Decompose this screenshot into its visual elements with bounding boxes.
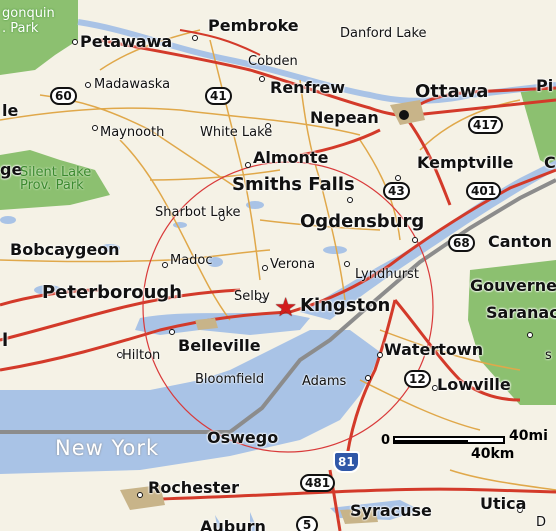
- place-petawawa[interactable]: Petawawa: [80, 32, 173, 51]
- belleville-urban-area: [195, 318, 218, 330]
- place-white-lake[interactable]: White Lake: [200, 125, 273, 140]
- place-verona[interactable]: Verona: [270, 257, 316, 272]
- bay-of-quinte: [135, 312, 310, 335]
- place-danford-lake[interactable]: Danford Lake: [340, 26, 427, 41]
- algonquin-park-area: [0, 0, 78, 75]
- place-sharbot-lake[interactable]: Sharbot Lake: [155, 205, 241, 220]
- place-lyndhurst[interactable]: Lyndhurst: [355, 267, 419, 282]
- place-maynooth[interactable]: Maynooth: [100, 125, 165, 140]
- place-silent-lake-park[interactable]: Silent Lake Prov. Park: [20, 165, 92, 193]
- place-watertown[interactable]: Watertown: [384, 340, 484, 359]
- region-new-york: New York: [55, 436, 160, 460]
- scale-km-label: 40km: [471, 446, 515, 462]
- place-s-edge[interactable]: s: [545, 348, 552, 363]
- place-algonquin-park[interactable]: gonquin . Park: [2, 6, 55, 36]
- lake: [323, 246, 347, 254]
- scale-zero-label: 0: [381, 433, 391, 448]
- place-madoc[interactable]: Madoc: [170, 253, 213, 268]
- lake: [100, 244, 120, 252]
- place-adams[interactable]: Adams: [302, 374, 347, 389]
- place-gouverneur[interactable]: Gouverneur: [470, 276, 556, 295]
- ottawa-capital-marker: [399, 110, 409, 120]
- place-cobden[interactable]: Cobden: [248, 54, 298, 69]
- route-43-shield: 43: [383, 182, 410, 200]
- lake: [0, 216, 16, 224]
- place-smiths-falls[interactable]: Smiths Falls: [232, 174, 355, 195]
- place-saranac[interactable]: Saranac: [486, 303, 556, 322]
- map-scale: 0 40mi 40km: [381, 428, 556, 468]
- place-le-edge[interactable]: le: [2, 101, 19, 120]
- place-l-edge[interactable]: l: [2, 330, 9, 351]
- place-nepean[interactable]: Nepean: [310, 108, 379, 127]
- place-bobcaygeon[interactable]: Bobcaygeon: [10, 240, 120, 259]
- route-5-shield: 5: [296, 516, 318, 531]
- interstate-81-shield: 81: [333, 451, 360, 473]
- place-madawaska[interactable]: Madawaska: [94, 77, 171, 92]
- highways: [0, 38, 556, 531]
- place-bloomfield[interactable]: Bloomfield: [195, 372, 265, 387]
- place-ottawa[interactable]: Ottawa: [415, 81, 489, 102]
- route-60-shield: 60: [50, 87, 77, 105]
- route-481-shield: 481: [300, 474, 336, 492]
- place-d-edge[interactable]: D: [536, 515, 547, 530]
- route-68-shield: 68: [448, 234, 475, 252]
- lake-ontario: [0, 330, 380, 474]
- town-markers: [72, 35, 533, 515]
- place-lowville[interactable]: Lowville: [437, 375, 511, 394]
- lake: [173, 222, 187, 228]
- place-pi-edge[interactable]: Pi: [536, 76, 554, 95]
- place-ge-edge[interactable]: ge: [0, 160, 23, 179]
- place-hilton[interactable]: Hilton: [122, 348, 161, 363]
- place-kemptville[interactable]: Kemptville: [417, 153, 514, 172]
- scale-bar-km: [393, 440, 468, 444]
- major-river-ottawa-highway: [179, 29, 261, 56]
- place-utica[interactable]: Utica: [480, 494, 527, 513]
- route-417-shield: 417: [468, 116, 504, 134]
- location-star-marker[interactable]: ★: [274, 293, 298, 322]
- place-c-edge[interactable]: C: [544, 153, 556, 172]
- place-auburn[interactable]: Auburn: [200, 517, 266, 531]
- place-belleville[interactable]: Belleville: [178, 336, 261, 355]
- place-syracuse[interactable]: Syracuse: [350, 501, 432, 520]
- route-401-shield: 401: [466, 182, 502, 200]
- place-ogdensburg[interactable]: Ogdensburg: [300, 211, 425, 232]
- place-oswego[interactable]: Oswego: [207, 428, 279, 447]
- route-12-shield: 12: [404, 370, 431, 388]
- international-border: [0, 178, 556, 434]
- route-41-shield: 41: [205, 87, 232, 105]
- place-pembroke[interactable]: Pembroke: [208, 16, 299, 35]
- scale-miles-label: 40mi: [509, 428, 548, 444]
- place-almonte[interactable]: Almonte: [253, 148, 329, 167]
- finger-lakes: [215, 512, 258, 531]
- place-renfrew[interactable]: Renfrew: [270, 78, 346, 97]
- rochester-urban-area: [120, 485, 165, 510]
- place-kingston[interactable]: Kingston: [300, 295, 391, 316]
- radius-circle: [142, 161, 434, 453]
- place-canton[interactable]: Canton: [488, 232, 552, 251]
- silent-lake-park-area: [0, 150, 110, 210]
- upper-right-park-area: [520, 85, 556, 170]
- place-selby[interactable]: Selby: [234, 289, 270, 304]
- place-peterborough[interactable]: Peterborough: [42, 282, 183, 303]
- adirondack-park-area: [468, 260, 556, 405]
- place-rochester[interactable]: Rochester: [148, 478, 239, 497]
- lake: [207, 257, 223, 267]
- syracuse-urban-area: [340, 508, 378, 524]
